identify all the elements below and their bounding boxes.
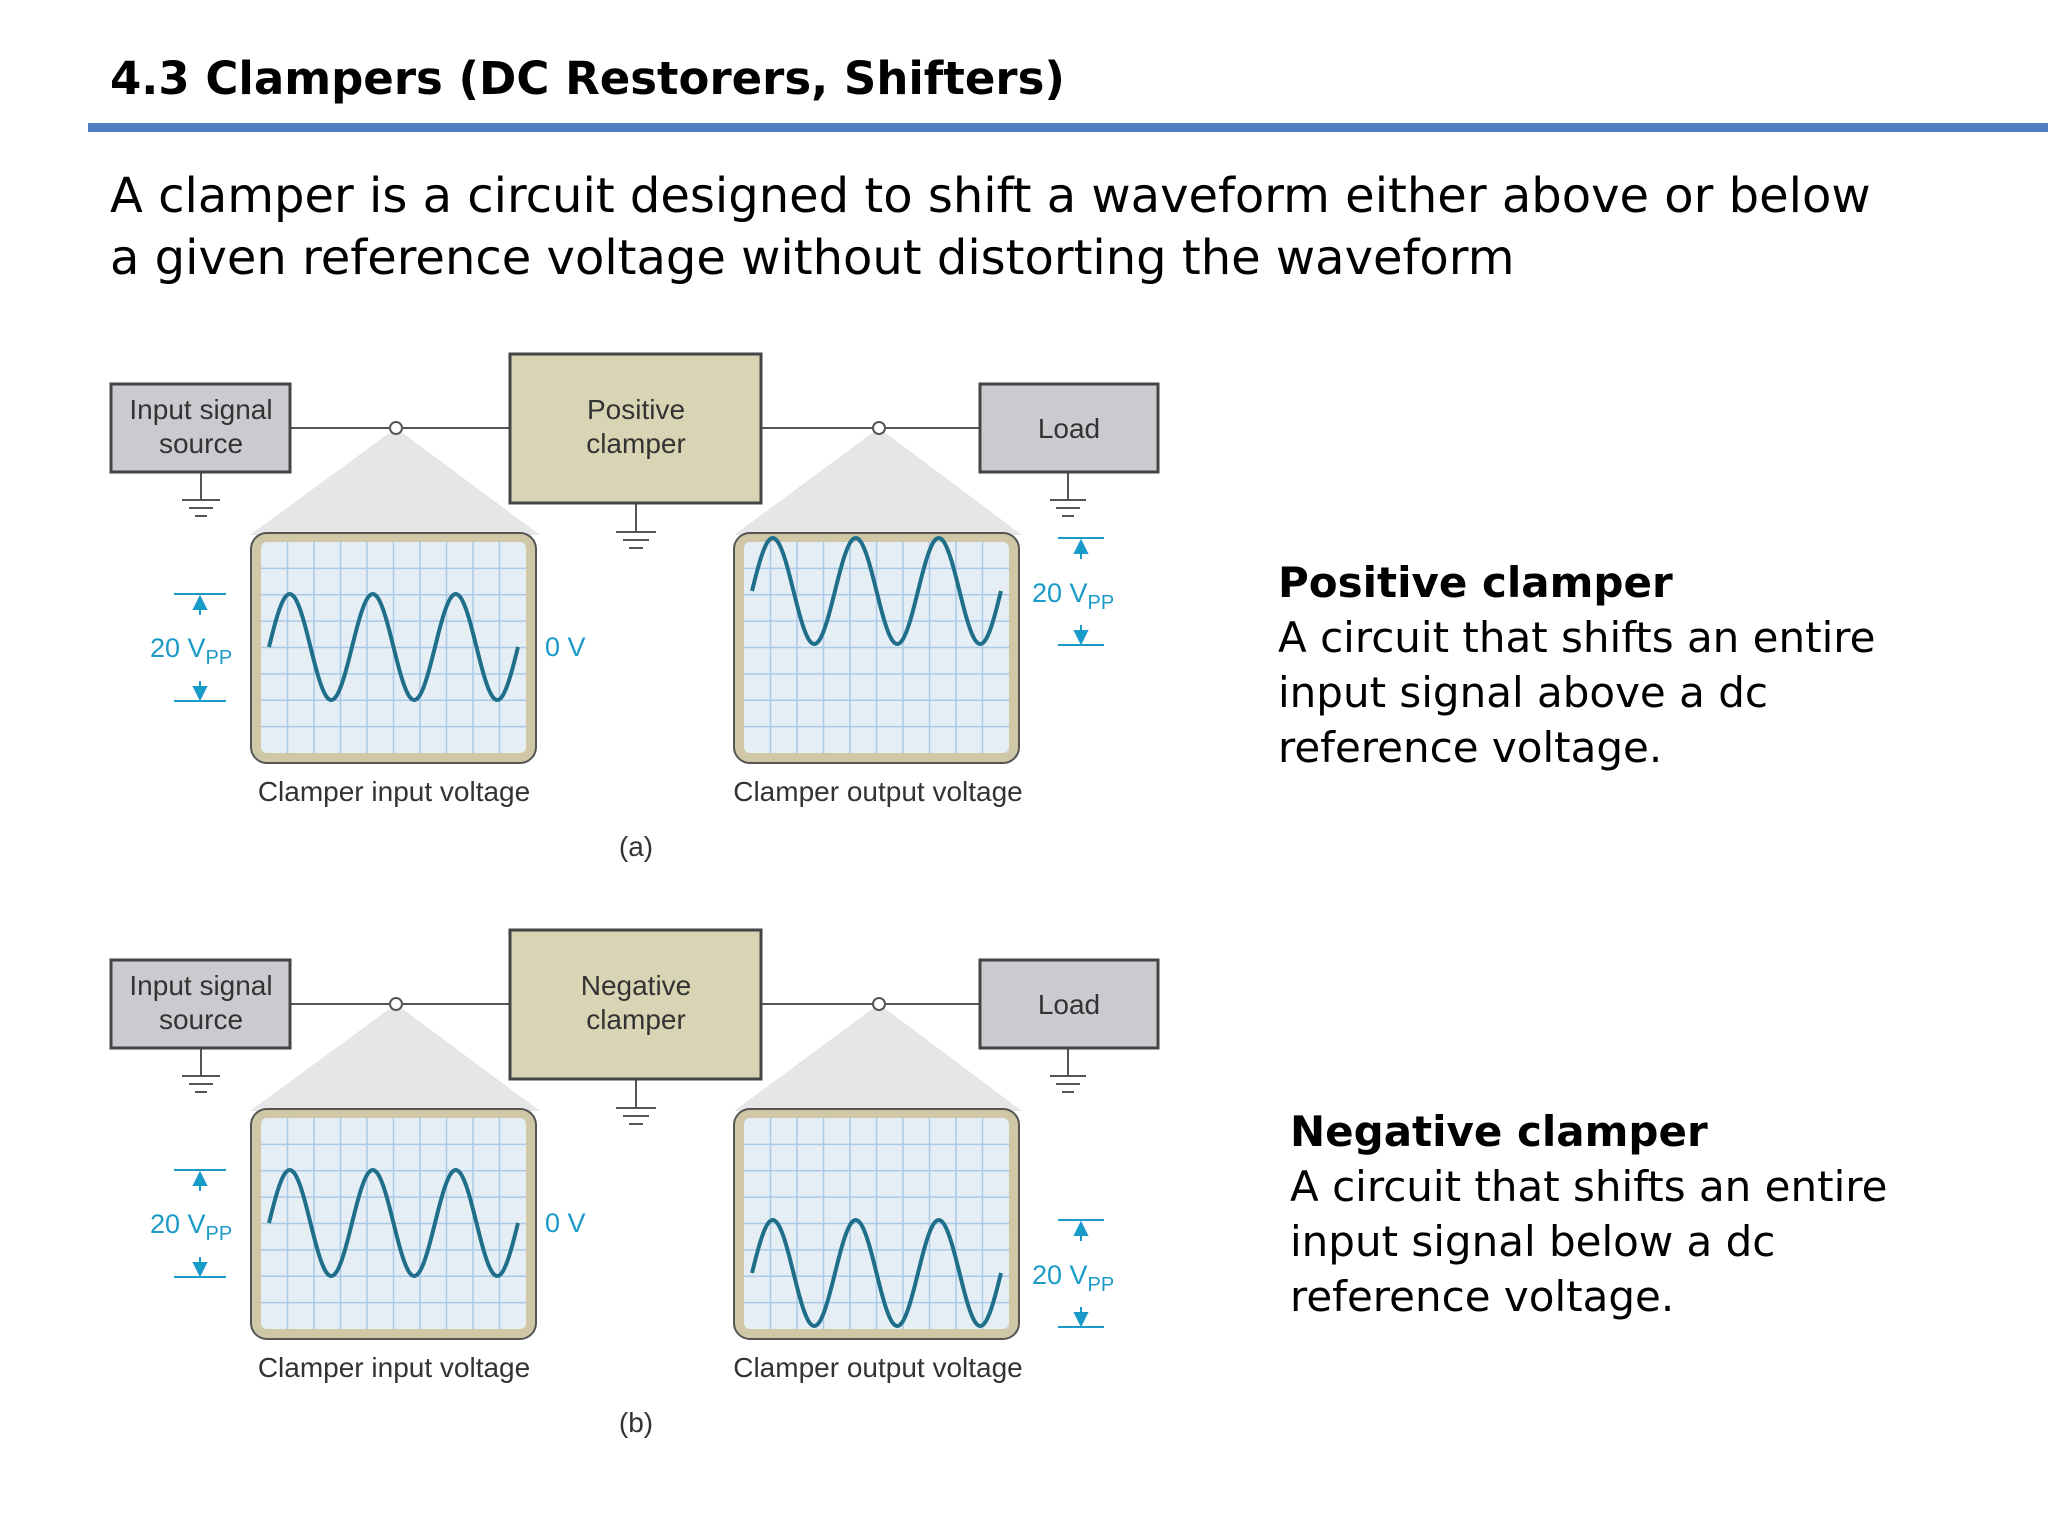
input-amplitude-label: 20 VPP xyxy=(150,1209,232,1245)
intro-text: A clamper is a circuit designed to shift… xyxy=(110,168,1871,286)
load-block xyxy=(978,958,1160,1050)
positive-clamper-body: A circuit that shifts an entire input si… xyxy=(1278,613,1876,772)
input-oscilloscope xyxy=(250,532,537,764)
negative-clamper-heading: Negative clamper xyxy=(1290,1107,1708,1156)
output-waveform xyxy=(750,1217,1003,1329)
input-tap-node xyxy=(389,421,403,435)
input-signal-source-block xyxy=(109,958,292,1050)
clamper-label-line1: Positive xyxy=(587,394,685,425)
input-amplitude-dimension xyxy=(174,1169,226,1278)
input-signal-source-block xyxy=(109,382,292,474)
output-amplitude-dimension xyxy=(1058,537,1104,646)
input-amplitude-dimension xyxy=(174,593,226,702)
source-label-line2: source xyxy=(159,428,243,459)
negative-clamper-description: Negative clamper A circuit that shifts a… xyxy=(1290,1104,1930,1324)
output-caption: Clamper output voltage xyxy=(733,776,1023,807)
input-oscilloscope xyxy=(250,1108,537,1340)
output-caption: Clamper output voltage xyxy=(733,1352,1023,1383)
negative-clamper-svg: Input signal source Negative clamper Loa… xyxy=(109,928,1160,1438)
load-label: Load xyxy=(1038,989,1100,1020)
slide-title: 4.3 Clampers (DC Restorers, Shifters) xyxy=(110,52,1065,105)
positive-clamper-heading: Positive clamper xyxy=(1278,558,1673,607)
input-waveform xyxy=(267,1167,520,1279)
negative-clamper-diagram: Input signal source Negative clamper Loa… xyxy=(100,921,1180,1461)
input-tap-node xyxy=(389,997,403,1011)
positive-clamper-diagram: Input signal source Positive clamper Loa… xyxy=(100,345,1180,885)
zero-volt-label: 0 V xyxy=(545,1208,586,1238)
load-block xyxy=(978,382,1160,474)
output-tap-node xyxy=(872,997,886,1011)
title-divider xyxy=(88,123,2048,132)
source-label-line2: source xyxy=(159,1004,243,1035)
clamper-label-line2: clamper xyxy=(586,1004,686,1035)
input-caption: Clamper input voltage xyxy=(258,1352,530,1383)
negative-clamper-block xyxy=(508,928,763,1081)
output-waveform xyxy=(750,535,1003,647)
positive-clamper-svg: Input signal source Positive clamper Loa… xyxy=(109,352,1160,862)
output-amplitude-dimension xyxy=(1058,1219,1104,1328)
positive-clamper-description: Positive clamper A circuit that shifts a… xyxy=(1278,555,1918,775)
figure-label: (a) xyxy=(619,831,653,862)
figure-label: (b) xyxy=(619,1407,653,1438)
output-oscilloscope xyxy=(733,1108,1020,1340)
clamper-label-line2: clamper xyxy=(586,428,686,459)
output-amplitude-label: 20 VPP xyxy=(1032,578,1114,614)
output-tap-node xyxy=(872,421,886,435)
source-label-line1: Input signal xyxy=(129,970,272,1001)
input-caption: Clamper input voltage xyxy=(258,776,530,807)
input-waveform xyxy=(267,591,520,703)
output-oscilloscope xyxy=(733,532,1020,764)
clamper-label-line1: Negative xyxy=(581,970,692,1001)
negative-clamper-body: A circuit that shifts an entire input si… xyxy=(1290,1162,1888,1321)
input-amplitude-label: 20 VPP xyxy=(150,633,232,669)
output-amplitude-label: 20 VPP xyxy=(1032,1260,1114,1296)
source-label-line1: Input signal xyxy=(129,394,272,425)
load-label: Load xyxy=(1038,413,1100,444)
zero-volt-label: 0 V xyxy=(545,632,586,662)
positive-clamper-block xyxy=(508,352,763,505)
